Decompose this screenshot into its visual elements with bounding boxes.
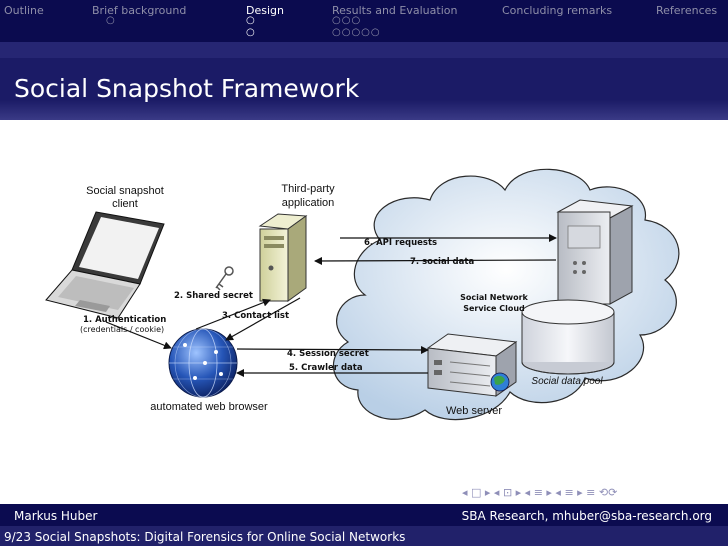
arrow-social-data <box>314 256 557 265</box>
step5-label: 5. Crawler data <box>289 363 363 373</box>
beamer-navigation-symbols[interactable]: ◂ □ ▸ ◂ ⊡ ▸ ◂ ≡ ▸ ◂ ≡ ▸ ≡ ⟲⟳ <box>462 486 618 499</box>
section-navigation-bar: Outline Brief background Design Results … <box>0 0 728 42</box>
client-label-line1: Social snapshot <box>86 185 164 197</box>
key-icon <box>215 266 234 291</box>
nav-dots-results-row1[interactable]: ○○○ <box>332 15 362 26</box>
third-party-label-line2: application <box>282 197 335 209</box>
client-label-line2: client <box>112 198 138 210</box>
nav-dots-brief[interactable]: ○ <box>106 15 116 26</box>
nav-item-references[interactable]: References <box>656 4 718 17</box>
nav-item-design[interactable]: Design <box>246 4 284 17</box>
nav-item-concluding-remarks[interactable]: Concluding remarks <box>502 4 613 17</box>
footer-institution: SBA Research, mhuber@sba-research.org <box>461 509 712 523</box>
browser-label: automated web browser <box>150 401 268 413</box>
nav-dots-design-row2[interactable]: ○ <box>246 27 256 38</box>
arrow-authentication <box>105 321 172 350</box>
footer-author-bar <box>0 504 728 526</box>
arrow-shared-secret <box>195 298 271 330</box>
footer-slide-info: 9/23 Social Snapshots: Digital Forensics… <box>4 530 406 544</box>
cloud-rack-server-icon <box>556 199 634 305</box>
data-pool-label: Social data pool <box>531 376 603 387</box>
earth-globe-icon <box>490 372 510 392</box>
step7-label: 7. social data <box>410 257 474 267</box>
nav-item-brief-background[interactable]: Brief background <box>92 4 187 17</box>
arrow-contact-list <box>225 297 301 341</box>
web-server-label: Web server <box>446 405 502 417</box>
footer-author: Markus Huber <box>14 509 98 523</box>
step1-sub-label: (credentials / cookie) <box>80 325 164 334</box>
step4-label: 4. Session secret <box>287 349 369 359</box>
nav-dots-results-row2[interactable]: ○○○○○ <box>332 27 381 38</box>
step3-label: 3. Contact list <box>222 311 289 321</box>
automated-browser-globe-icon <box>168 328 238 398</box>
third-party-server-icon <box>258 213 308 302</box>
cloud-label-line1: Social Network <box>460 293 528 302</box>
laptop-client-icon <box>45 211 165 319</box>
frame-title: Social Snapshot Framework <box>14 74 360 103</box>
social-data-pool-cylinder-icon <box>521 299 615 375</box>
step1-label: 1. Authentication <box>83 315 166 325</box>
nav-item-results-and-evaluation[interactable]: Results and Evaluation <box>332 4 458 17</box>
step2-label: 2. Shared secret <box>174 291 253 301</box>
cloud-label-line2: Service Cloud <box>463 304 525 313</box>
nav-dots-design-row1[interactable]: ○ <box>246 15 256 26</box>
step6-label: 6. API requests <box>364 238 437 248</box>
connection-arrows <box>105 234 557 377</box>
third-party-label-line1: Third-party <box>281 183 335 195</box>
nav-item-outline[interactable]: Outline <box>4 4 44 17</box>
frame-title-bar <box>0 42 728 120</box>
arrow-session-secret <box>236 345 429 354</box>
footer-title-bar <box>0 526 728 546</box>
